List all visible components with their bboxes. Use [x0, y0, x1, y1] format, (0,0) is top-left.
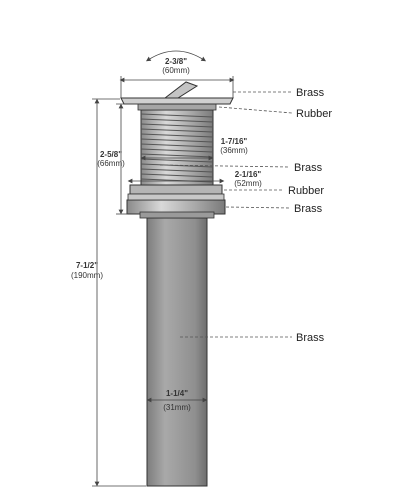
- label-body-material: Brass: [294, 162, 323, 174]
- nut-collar: [139, 211, 215, 219]
- tailpiece: [146, 217, 208, 487]
- top-gasket: [137, 103, 217, 111]
- total-height-metric: (190mm): [71, 271, 103, 280]
- threaded-body: [140, 109, 214, 186]
- thread-line: [140, 148, 214, 153]
- thread-line: [140, 138, 214, 143]
- thread-line: [140, 128, 214, 133]
- leader-nut: [225, 206, 291, 209]
- cap-width-arc: [145, 50, 207, 62]
- cap-width-imperial: 2-3/8": [165, 57, 187, 66]
- thread-diameter-metric: (36mm): [220, 146, 248, 155]
- thread-line: [140, 133, 214, 138]
- label-cap-material: Brass: [296, 87, 325, 99]
- label-tailpiece-material: Brass: [296, 332, 325, 344]
- label-nut-material: Brass: [294, 203, 323, 215]
- thread-line: [140, 173, 214, 178]
- pop-up-lever: [163, 81, 199, 99]
- leader-top-gasket: [218, 106, 293, 114]
- label-bottom-gasket-material: Rubber: [288, 185, 324, 197]
- bottom-washer: [127, 193, 225, 201]
- tail-width-imperial: 1-1/4": [166, 389, 188, 398]
- washer-width-metric: (52mm): [234, 179, 262, 188]
- label-top-gasket-material: Rubber: [296, 108, 332, 120]
- thread-line: [140, 168, 214, 173]
- thread-diameter-imperial: 1-7/16": [221, 137, 248, 146]
- thread-height-metric: (66mm): [97, 159, 125, 168]
- total-height-imperial: 7-1/2": [76, 261, 98, 270]
- thread-height-imperial: 2-5/8": [100, 150, 122, 159]
- thread-line: [140, 143, 214, 148]
- bottom-gasket: [129, 184, 223, 195]
- washer-width-imperial: 2-1/16": [235, 170, 262, 179]
- cap-flange: [120, 97, 234, 105]
- thread-line: [140, 123, 214, 128]
- thread-line: [140, 118, 214, 123]
- thread-line: [140, 113, 214, 118]
- cap-width-metric: (60mm): [162, 66, 190, 75]
- leader-body: [159, 164, 291, 168]
- tail-width-metric: (31mm): [163, 403, 191, 412]
